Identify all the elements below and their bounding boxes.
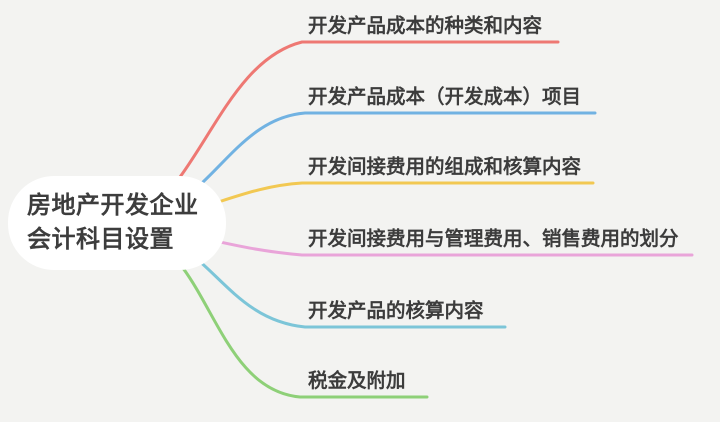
root-topic-line-2: 会计科目设置 xyxy=(27,226,174,253)
branch-topic-2[interactable]: 开发产品成本（开发成本）项目 xyxy=(308,86,582,108)
root-topic-line-1: 房地产开发企业 xyxy=(27,192,199,219)
root-topic-text: 房地产开发企业 会计科目设置 xyxy=(27,189,199,257)
branch-topic-4[interactable]: 开发间接费用与管理费用、销售费用的划分 xyxy=(308,228,679,250)
branch-topic-6[interactable]: 税金及附加 xyxy=(308,370,406,392)
root-topic[interactable]: 房地产开发企业 会计科目设置 xyxy=(8,176,226,270)
branch-connector-3 xyxy=(173,181,595,217)
branch-topic-5[interactable]: 开发产品的核算内容 xyxy=(308,300,484,322)
branch-topic-3[interactable]: 开发间接费用的组成和核算内容 xyxy=(308,156,582,178)
branch-connector-1 xyxy=(148,40,560,212)
branch-topic-1[interactable]: 开发产品成本的种类和内容 xyxy=(308,15,543,37)
